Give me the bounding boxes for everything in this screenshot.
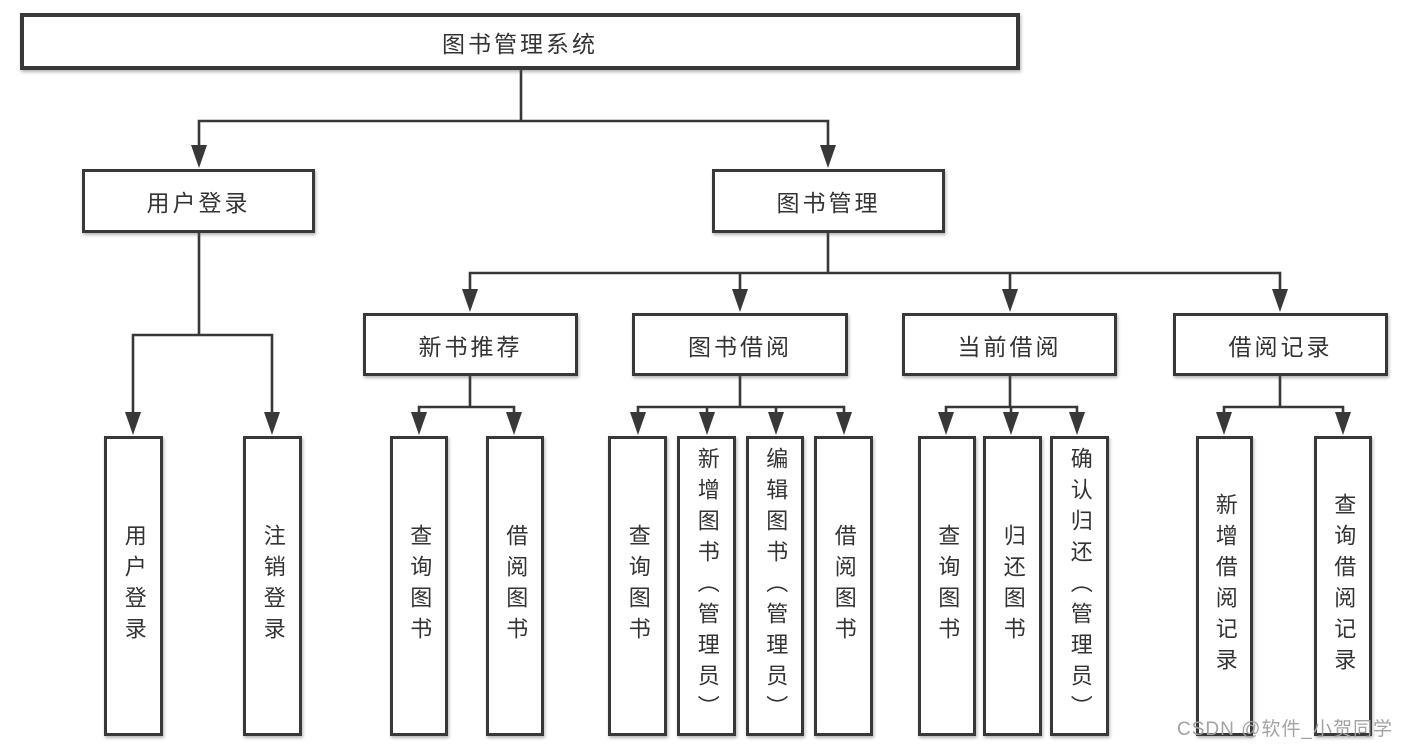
node-label: 注销登录 [260, 524, 286, 648]
node-label: 借阅图书 [503, 524, 529, 648]
node-label: 用户登录 [121, 524, 147, 648]
leaf-query-borrow-record: 查询借阅记录 [1314, 436, 1372, 736]
node-label: 借阅图书 [831, 524, 857, 648]
node-label: 查询借阅记录 [1331, 493, 1357, 679]
leaf-query-books-recommend: 查询图书 [390, 436, 448, 736]
leaf-add-borrow-record: 新增借阅记录 [1196, 436, 1253, 736]
leaf-confirm-return-admin: 确认归还（管理员） [1050, 436, 1109, 736]
node-label: 新书推荐 [418, 333, 523, 360]
leaf-user-login: 用户登录 [104, 436, 163, 736]
node-book-management: 图书管理 [712, 169, 945, 233]
node-label: 用户登录 [146, 190, 251, 216]
node-new-book-recommend: 新书推荐 [363, 313, 578, 376]
leaf-logout-login: 注销登录 [243, 436, 302, 736]
leaf-borrow-books: 借阅图书 [814, 436, 873, 736]
leaf-query-books-borrow: 查询图书 [608, 436, 667, 736]
node-label: 查询图书 [407, 524, 433, 648]
node-label: 编辑图书（管理员） [763, 446, 789, 726]
node-label: 图书管理系统 [442, 30, 598, 57]
node-label: 图书管理 [776, 190, 881, 216]
node-label: 借阅记录 [1228, 333, 1333, 360]
leaf-add-books-admin: 新增图书（管理员） [677, 436, 736, 736]
node-borrow-records: 借阅记录 [1173, 313, 1388, 376]
node-library-system: 图书管理系统 [20, 13, 1020, 70]
leaf-query-books-current: 查询图书 [918, 436, 976, 736]
leaf-return-books: 归还图书 [983, 436, 1042, 736]
node-current-borrow: 当前借阅 [902, 313, 1117, 376]
node-label: 查询图书 [625, 524, 651, 648]
node-label: 当前借阅 [957, 333, 1062, 360]
node-book-borrow: 图书借阅 [632, 313, 848, 376]
node-user-login: 用户登录 [82, 169, 315, 233]
node-label: 新增借阅记录 [1212, 493, 1238, 679]
node-label: 新增图书（管理员） [694, 446, 720, 726]
node-label: 查询图书 [935, 524, 961, 648]
node-label: 归还图书 [1000, 524, 1026, 648]
watermark-csdn: CSDN @软件_小贺同学 [1177, 719, 1393, 740]
node-label: 确认归还（管理员） [1067, 446, 1093, 726]
leaf-edit-books-admin: 编辑图书（管理员） [746, 436, 804, 736]
node-label: 图书借阅 [688, 333, 792, 360]
arrowheads [125, 145, 1351, 435]
leaf-borrow-books-recommend: 借阅图书 [486, 436, 544, 736]
